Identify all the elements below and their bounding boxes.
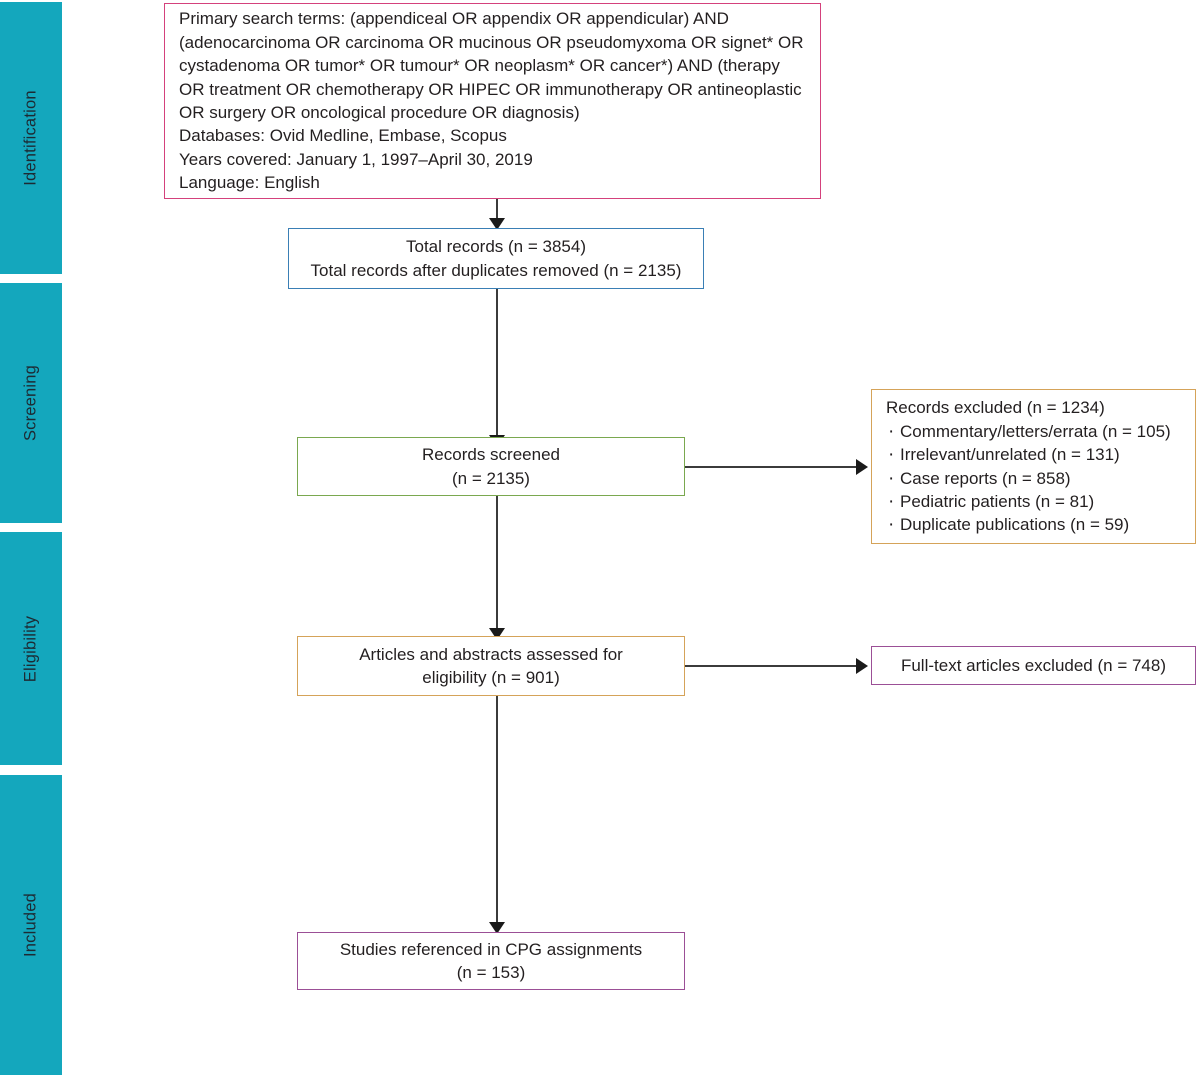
box-assessed-eligibility: Articles and abstracts assessed for elig… bbox=[297, 636, 685, 696]
records-excluded-item-pediatric: Pediatric patients (n = 81) bbox=[886, 489, 1171, 516]
box-records-screened: Records screened (n = 2135) bbox=[297, 437, 685, 496]
arrowhead-screened-to-excluded bbox=[856, 459, 868, 475]
records-excluded-item-case-reports: Case reports (n = 858) bbox=[886, 465, 1171, 492]
stage-label-included: Included bbox=[21, 893, 40, 957]
arrowhead-search-to-total bbox=[489, 218, 505, 230]
arrowhead-eligibility-to-fulltext-excluded bbox=[856, 658, 868, 674]
box-studies-included: Studies referenced in CPG assignments (n… bbox=[297, 932, 685, 990]
box-records-excluded: Records excluded (n = 1234) Commentary/l… bbox=[871, 389, 1196, 544]
records-excluded-item-irrelevant: Irrelevant/unrelated (n = 131) bbox=[886, 442, 1171, 469]
connector-screened-to-eligibility bbox=[496, 496, 498, 634]
box-search-terms: Primary search terms: (appendiceal OR ap… bbox=[164, 3, 821, 199]
fulltext-excluded-label: Full-text articles excluded (n = 748) bbox=[900, 655, 1167, 675]
records-excluded-list: Commentary/letters/errata (n = 105) Irre… bbox=[886, 419, 1171, 540]
connector-eligibility-to-included bbox=[496, 696, 498, 928]
records-excluded-heading: Records excluded (n = 1234) bbox=[886, 398, 1105, 418]
search-terms-line-1: Primary search terms: (appendiceal OR ap… bbox=[179, 9, 729, 29]
search-terms-line-3: cystadenoma OR tumor* OR tumour* OR neop… bbox=[179, 56, 780, 76]
assessed-eligibility-line-1: Articles and abstracts assessed for bbox=[359, 644, 623, 664]
records-screened-label: Records screened bbox=[422, 445, 560, 465]
search-terms-language: Language: English bbox=[179, 173, 320, 193]
search-terms-line-5: OR surgery OR oncological procedure OR d… bbox=[179, 103, 580, 122]
total-records-line: Total records (n = 3854) bbox=[405, 237, 586, 257]
records-excluded-item-commentary: Commentary/letters/errata (n = 105) bbox=[886, 419, 1171, 446]
records-screened-count: (n = 2135) bbox=[452, 468, 530, 488]
connector-total-to-screened bbox=[496, 289, 498, 441]
search-terms-line-4: OR treatment OR chemotherapy OR HIPEC OR… bbox=[179, 79, 802, 99]
studies-included-line-1: Studies referenced in CPG assignments bbox=[339, 939, 643, 959]
studies-included-count: (n = 153) bbox=[456, 963, 526, 982]
search-terms-line-2: (adenocarcinoma OR carcinoma OR mucinous… bbox=[179, 32, 804, 52]
total-records-after-duplicates-line: Total records after duplicates removed (… bbox=[310, 260, 682, 280]
stage-label-eligibility: Eligibility bbox=[21, 615, 40, 682]
connector-eligibility-to-fulltext-excluded bbox=[685, 665, 860, 667]
box-total-records: Total records (n = 3854) Total records a… bbox=[288, 228, 704, 289]
search-terms-databases: Databases: Ovid Medline, Embase, Scopus bbox=[179, 126, 507, 146]
box-fulltext-excluded: Full-text articles excluded (n = 748) bbox=[871, 646, 1196, 685]
stage-rail-screening: Screening bbox=[0, 283, 62, 523]
stage-rail-included: Included bbox=[0, 775, 62, 1075]
stage-rail-eligibility: Eligibility bbox=[0, 532, 62, 765]
search-terms-years-covered: Years covered: January 1, 1997–April 30,… bbox=[179, 149, 533, 169]
records-excluded-item-duplicates: Duplicate publications (n = 59) bbox=[886, 512, 1171, 539]
assessed-eligibility-line-2: eligibility (n = 901) bbox=[422, 668, 560, 687]
stage-rail-identification: Identification bbox=[0, 2, 62, 274]
stage-label-identification: Identification bbox=[21, 90, 40, 186]
connector-screened-to-excluded bbox=[685, 466, 860, 468]
arrowhead-eligibility-to-included bbox=[489, 922, 505, 934]
stage-label-screening: Screening bbox=[21, 364, 40, 442]
connector-search-to-total bbox=[496, 199, 498, 224]
